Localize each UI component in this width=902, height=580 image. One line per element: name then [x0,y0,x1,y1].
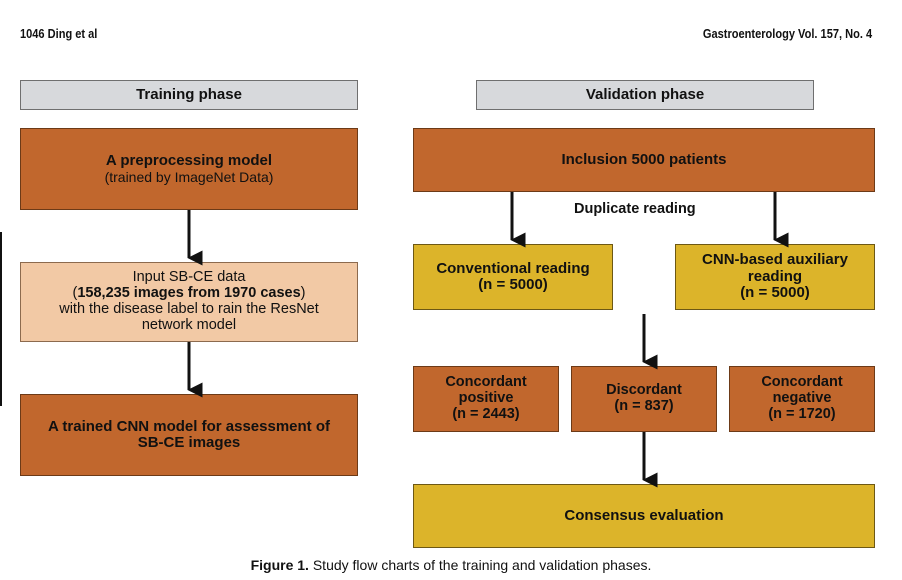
cnn-auxiliary-line1: CNN-based auxiliary [702,251,848,269]
duplicate-reading-label: Duplicate reading [574,201,696,217]
inclusion-box: Inclusion 5000 patients [413,128,875,192]
conventional-reading-line1: Conventional reading [436,259,590,277]
input-data-count: 158,235 images from 1970 cases [77,285,301,302]
input-data-box: Input SB-CE data (158,235 images from 19… [20,262,358,342]
input-data-line3: with the disease label to rain the ResNe… [59,301,319,317]
cnn-auxiliary-line3: (n = 5000) [740,284,810,302]
inclusion-label: Inclusion 5000 patients [561,150,727,168]
trained-cnn-box: A trained CNN model for assessment of SB… [20,394,358,476]
concordant-positive-line2: positive [458,390,514,407]
conventional-reading-box: Conventional reading (n = 5000) [413,244,613,310]
concordant-positive-box: Concordant positive (n = 2443) [413,366,559,432]
discordant-line1: Discordant [606,382,682,399]
figure-caption-text: Study flow charts of the training and va… [308,557,652,573]
concordant-negative-line2: negative [772,390,832,407]
figure-caption-label: Figure 1. [250,557,309,573]
page-header-right: Gastroenterology Vol. 157, No. 4 [702,26,872,41]
page-header-left: 1046 Ding et al [20,26,98,41]
concordant-negative-line1: Concordant [761,374,843,391]
validation-phase-header: Validation phase [476,80,814,110]
input-data-line1: Input SB-CE data [132,269,246,286]
margin-rule [0,232,2,406]
preprocessing-model-title: A preprocessing model [105,152,273,170]
consensus-evaluation-label: Consensus evaluation [564,506,724,524]
consensus-evaluation-box: Consensus evaluation [413,484,875,548]
figure-caption: Figure 1. Study flow charts of the train… [0,557,902,573]
conventional-reading-line2: (n = 5000) [478,276,548,293]
validation-phase-label: Validation phase [585,85,705,103]
cnn-auxiliary-reading-box: CNN-based auxiliary reading (n = 5000) [675,244,875,310]
preprocessing-model-subtitle: (trained by ImageNet Data) [104,168,274,185]
training-phase-label: Training phase [136,85,242,103]
concordant-negative-line3: (n = 1720) [768,405,836,422]
training-phase-header: Training phase [20,80,358,110]
cnn-auxiliary-line2: reading [747,267,803,285]
preprocessing-model-box: A preprocessing model (trained by ImageN… [20,128,358,210]
concordant-negative-box: Concordant negative (n = 1720) [729,366,875,432]
input-data-line4: network model [141,316,237,333]
input-data-line2: (158,235 images from 1970 cases) [72,285,306,302]
discordant-line2: (n = 837) [614,398,674,414]
discordant-box: Discordant (n = 837) [571,366,717,432]
trained-cnn-line2: SB-CE images [137,434,241,451]
concordant-positive-line1: Concordant [445,374,527,391]
concordant-positive-line3: (n = 2443) [452,405,520,422]
trained-cnn-line1: A trained CNN model for assessment of [47,417,330,435]
